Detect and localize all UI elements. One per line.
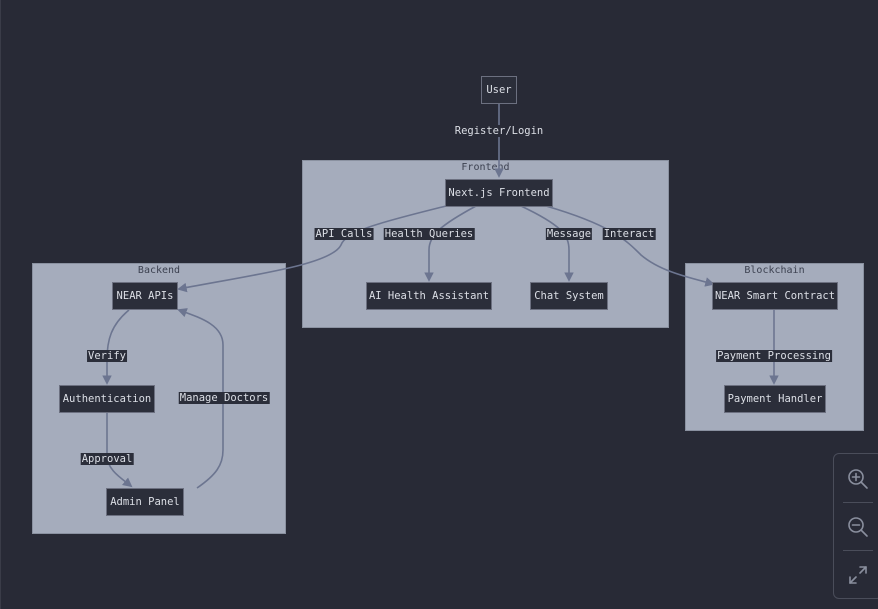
zoom-out-button[interactable] xyxy=(834,504,878,550)
fit-screen-icon xyxy=(849,566,867,584)
zoom-in-icon xyxy=(848,469,868,489)
node-near-apis-label: NEAR APIs xyxy=(116,290,174,302)
node-near-smart-contract-label: NEAR Smart Contract xyxy=(714,290,836,302)
edge-label-api-calls: API Calls xyxy=(314,228,374,240)
node-near-smart-contract[interactable]: NEAR Smart Contract xyxy=(712,282,838,310)
edge-label-approval: Approval xyxy=(80,453,134,465)
node-user-label: User xyxy=(486,84,512,96)
node-ai-health-assistant-label: AI Health Assistant xyxy=(368,290,490,302)
zoom-controls xyxy=(833,453,878,599)
edge-label-verify: Verify xyxy=(87,350,127,362)
node-payment-handler-label: Payment Handler xyxy=(727,393,823,405)
edge-label-interact: Interact xyxy=(602,228,656,240)
edge-label-message: Message xyxy=(545,228,593,240)
node-payment-handler[interactable]: Payment Handler xyxy=(724,385,826,413)
group-frontend-title: Frontend xyxy=(461,162,510,173)
group-blockchain-title: Blockchain xyxy=(744,265,805,276)
edge-label-payment-processing: Payment Processing xyxy=(716,350,832,362)
fit-screen-button[interactable] xyxy=(834,552,878,598)
node-authentication-label: Authentication xyxy=(62,393,152,405)
zoom-in-button[interactable] xyxy=(834,456,878,502)
edge-label-manage-doctors: Manage Doctors xyxy=(178,392,270,404)
node-chat-system-label: Chat System xyxy=(534,290,604,302)
node-ai-health-assistant[interactable]: AI Health Assistant xyxy=(366,282,492,310)
node-user[interactable]: User xyxy=(481,76,517,104)
node-admin-panel-label: Admin Panel xyxy=(110,496,180,508)
node-near-apis[interactable]: NEAR APIs xyxy=(112,282,178,310)
edge-label-health-queries: Health Queries xyxy=(383,228,475,240)
node-nextjs-frontend[interactable]: Next.js Frontend xyxy=(445,179,553,207)
node-authentication[interactable]: Authentication xyxy=(59,385,155,413)
zoom-separator xyxy=(843,550,873,551)
zoom-out-icon xyxy=(848,517,868,537)
node-admin-panel[interactable]: Admin Panel xyxy=(106,488,184,516)
edge-label-register-login: Register/Login xyxy=(453,125,545,137)
node-chat-system[interactable]: Chat System xyxy=(530,282,608,310)
group-backend-title: Backend xyxy=(137,265,181,276)
node-nextjs-frontend-label: Next.js Frontend xyxy=(448,187,550,199)
zoom-separator xyxy=(843,502,873,503)
